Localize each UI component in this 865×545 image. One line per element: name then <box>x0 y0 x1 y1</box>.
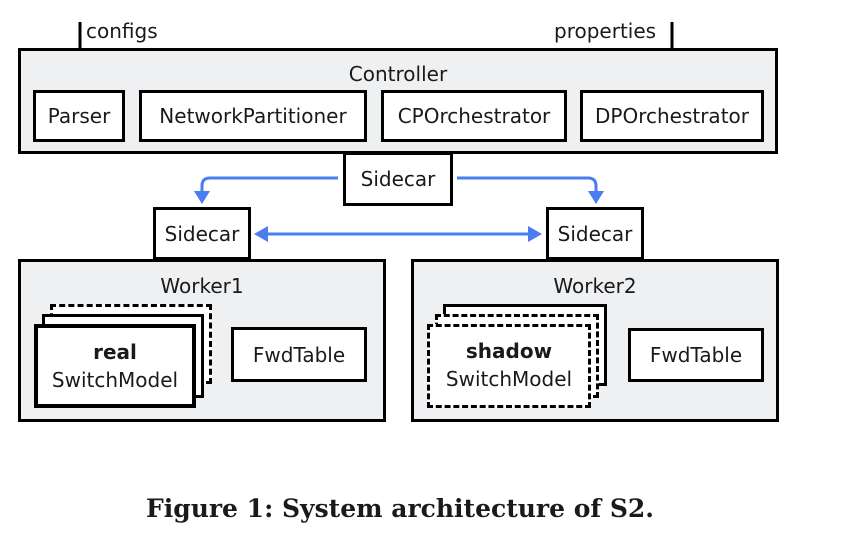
worker2-fwd-table: FwdTable <box>628 328 764 382</box>
figure-caption: Figure 1: System architecture of S2. <box>145 494 654 523</box>
worker1-sidecar: Sidecar <box>153 207 251 260</box>
worker-link-left-arrowhead <box>254 226 268 242</box>
cp-orchestrator-module: CPOrchestrator <box>381 90 567 142</box>
worker1-switch-label: SwitchModel <box>51 368 179 392</box>
worker1-title: Worker1 <box>160 274 244 298</box>
ctrl-to-worker1-arrow <box>200 176 338 192</box>
worker2-sidecar: Sidecar <box>546 207 644 260</box>
ctrl-to-worker2-arrowhead <box>588 191 604 204</box>
worker2-switch-model: shadow SwitchModel <box>427 324 591 408</box>
properties-label: properties <box>554 19 657 43</box>
ctrl-to-worker1-arrowhead <box>194 191 210 204</box>
ctrl-to-worker2-arrow <box>457 176 598 192</box>
worker2-switch-label: SwitchModel <box>445 367 573 391</box>
controller-title: Controller <box>348 62 448 86</box>
worker1-fwd-table: FwdTable <box>231 327 367 382</box>
worker2-switch-mode: shadow <box>465 339 553 363</box>
configs-label: configs <box>86 19 158 43</box>
worker1-switch-model: real SwitchModel <box>34 324 196 408</box>
dp-orchestrator-module: DPOrchestrator <box>580 90 764 142</box>
worker-link-right-arrowhead <box>528 226 542 242</box>
network-partitioner-module: NetworkPartitioner <box>139 90 367 142</box>
worker2-title: Worker2 <box>553 274 637 298</box>
parser-module: Parser <box>33 90 125 142</box>
controller-sidecar: Sidecar <box>343 152 453 206</box>
worker1-switch-mode: real <box>93 340 137 364</box>
